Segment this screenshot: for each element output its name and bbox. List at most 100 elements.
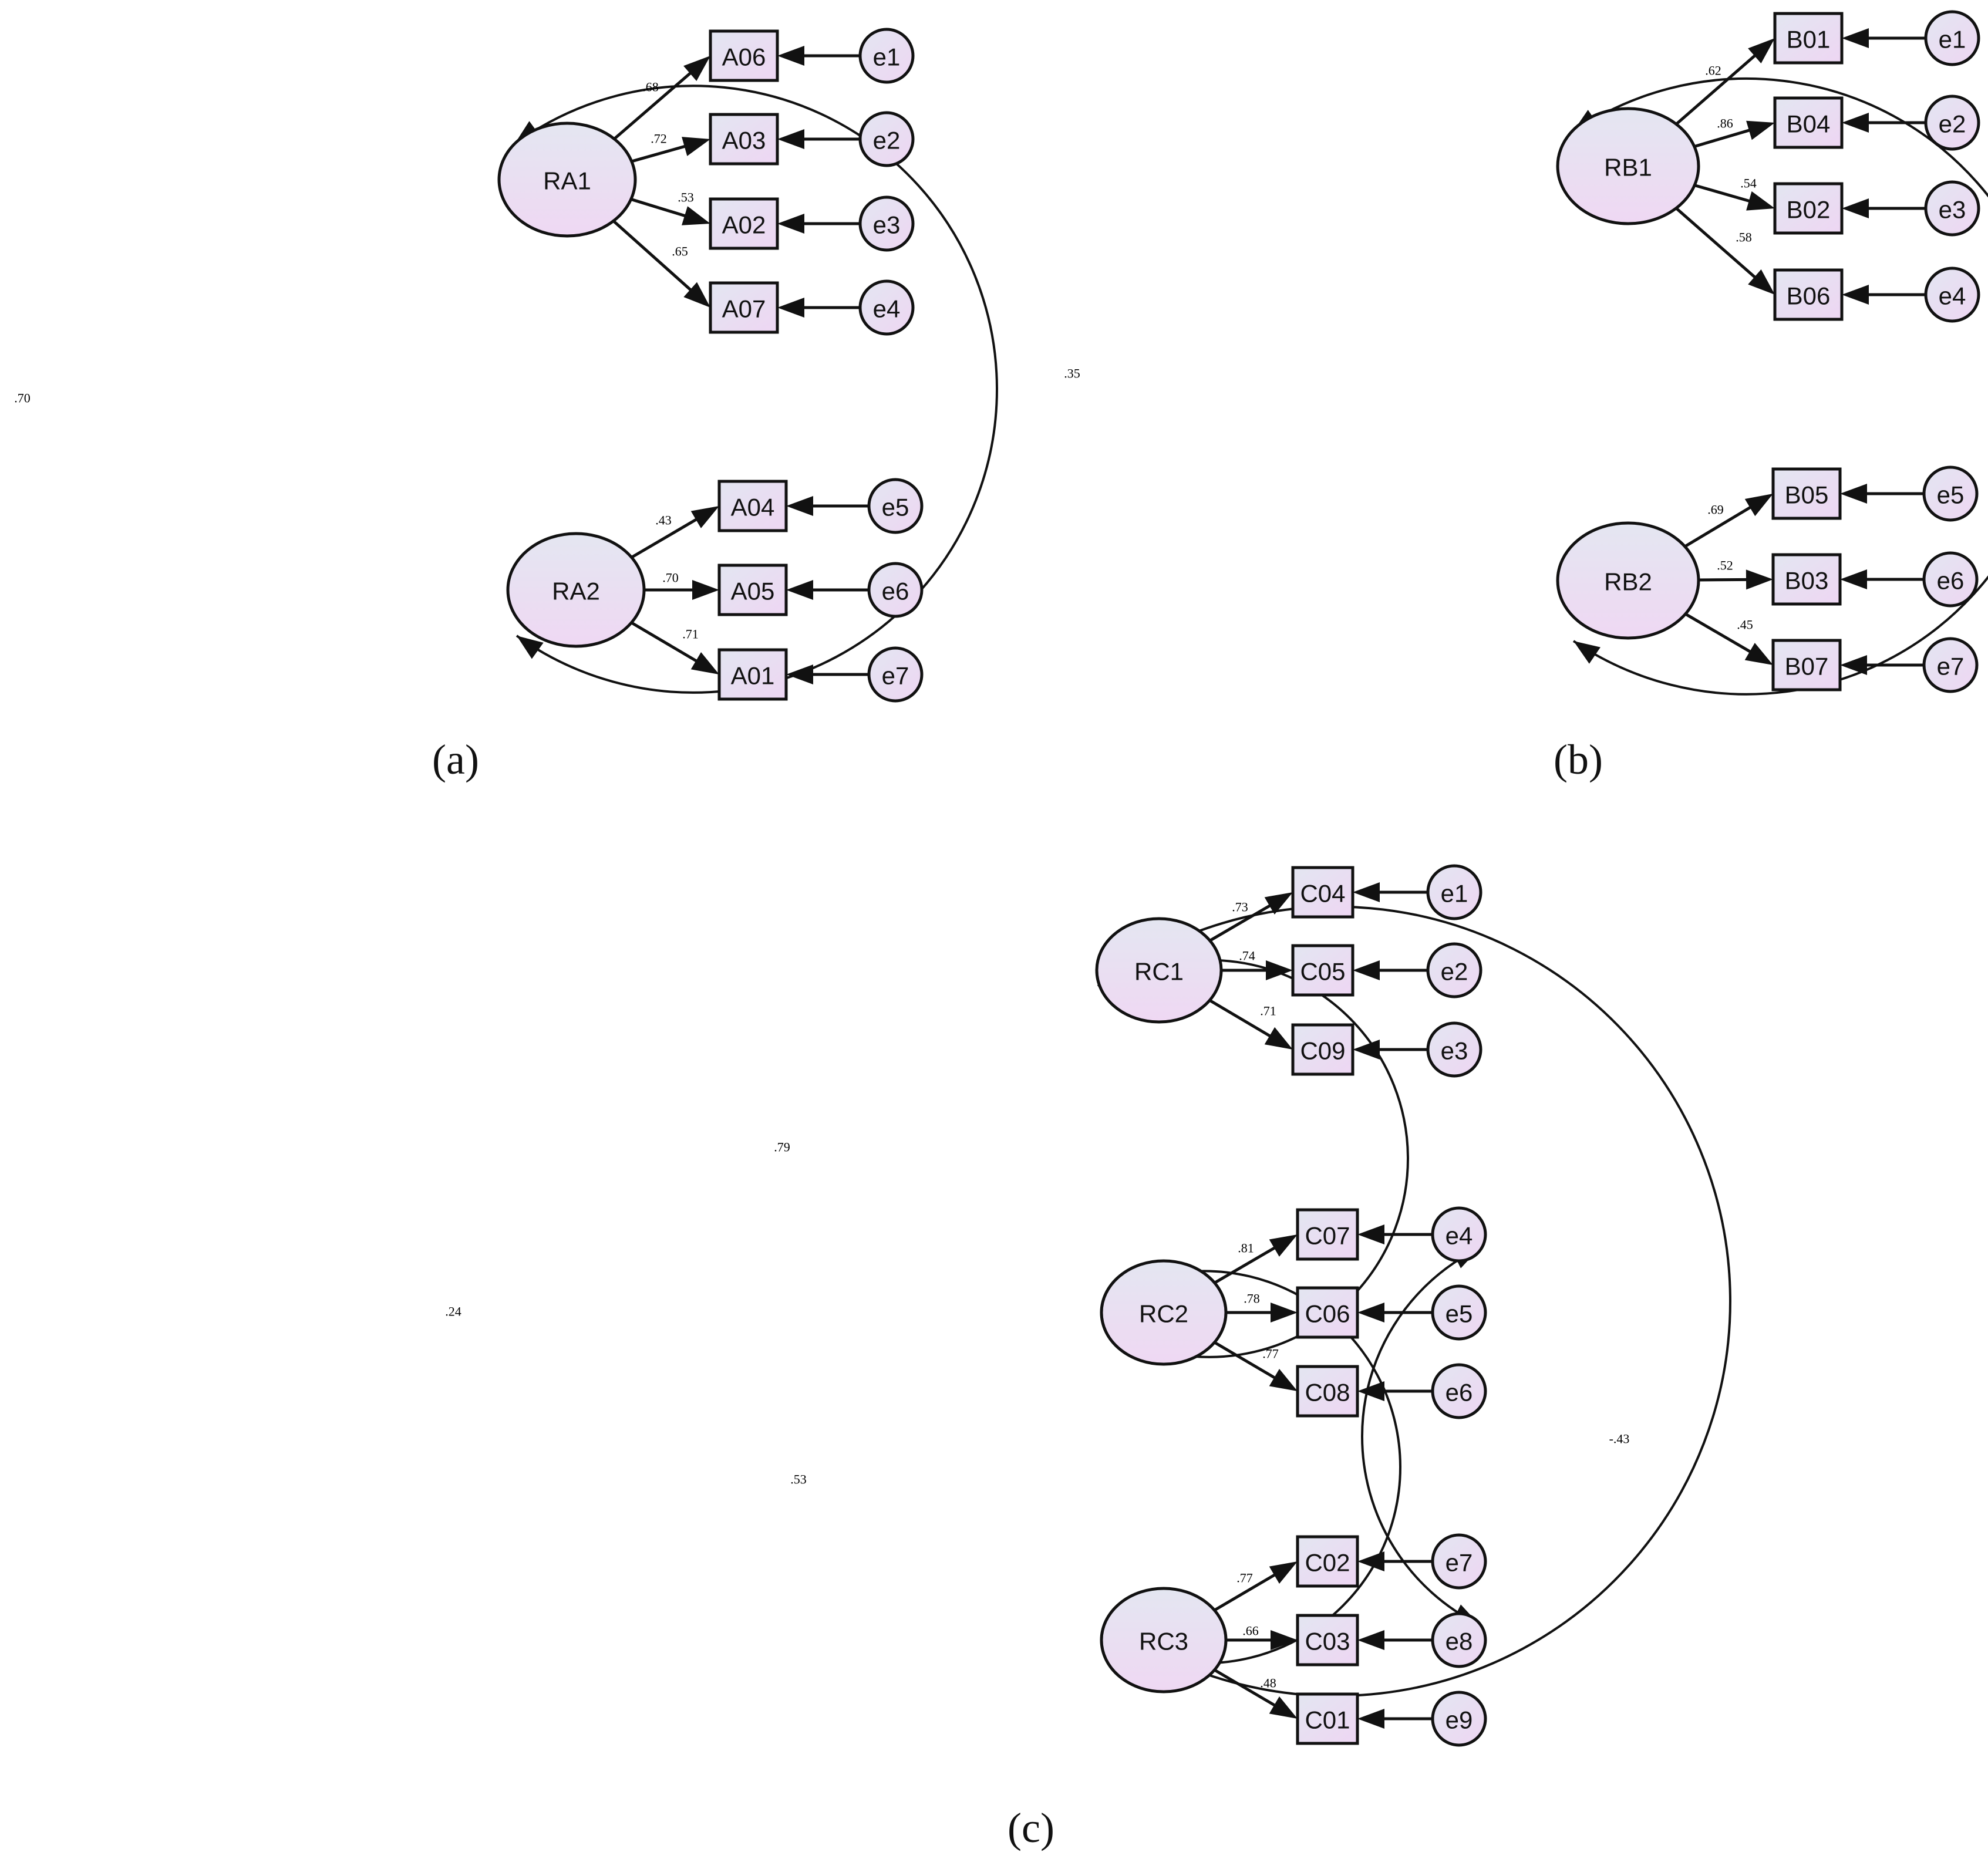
error-e8: e8 — [1431, 1612, 1487, 1668]
loading-label-B03: .52 — [1717, 558, 1733, 573]
loading-arrow-A06 — [613, 70, 693, 140]
latent-RC1: RC1 — [1095, 917, 1223, 1024]
loading-arrow-B07-head — [1744, 643, 1773, 665]
error-e3: e3 — [1924, 180, 1980, 237]
observed-C05: C05 — [1291, 944, 1354, 997]
observed-box — [1773, 182, 1844, 235]
covariance-RB1-RB2-head-end — [1573, 641, 1600, 664]
observed-B01: B01 — [1773, 12, 1844, 65]
latent-ellipse — [1095, 917, 1223, 1024]
latent-RC2: RC2 — [1100, 1259, 1228, 1366]
observed-B06: B06 — [1773, 268, 1844, 321]
error-label: e8 — [1445, 1628, 1473, 1655]
error-label: e3 — [873, 211, 901, 239]
latent-RB2: RB2 — [1556, 521, 1700, 640]
loading-arrow-C04-head — [1264, 892, 1293, 915]
observed-label: A01 — [731, 662, 775, 690]
loading-arrow-B01 — [1675, 53, 1757, 126]
loading-label-A03: .72 — [651, 131, 667, 146]
observed-B03: B03 — [1771, 553, 1842, 606]
observed-A07: A07 — [709, 281, 779, 334]
loading-arrow-B04 — [1694, 128, 1752, 149]
latent-ellipse — [1100, 1259, 1228, 1366]
loading-arrow-C07-head — [1269, 1234, 1298, 1257]
observed-box — [1291, 1023, 1354, 1076]
error-label: e5 — [1445, 1300, 1473, 1328]
error-arrow-e3-head — [1353, 1040, 1380, 1060]
error-arrow-e4-head — [1357, 1224, 1384, 1244]
error-e4: e4 — [1431, 1206, 1487, 1263]
error-label: e2 — [1441, 958, 1468, 986]
error-circle — [1431, 1363, 1487, 1419]
panel-caption-b: (b) — [1554, 736, 1603, 783]
latent-label: RB2 — [1604, 568, 1652, 596]
observed-label: B04 — [1787, 110, 1831, 138]
observed-B04: B04 — [1773, 96, 1844, 149]
observed-A04: A04 — [717, 480, 788, 532]
loading-arrow-C09-head — [1264, 1027, 1293, 1050]
error-arrow-e1-head — [777, 46, 804, 66]
loading-arrow-C06-head — [1271, 1303, 1298, 1323]
observed-label: C06 — [1305, 1300, 1350, 1328]
loading-arrow-B03 — [1698, 578, 1749, 582]
observed-A02: A02 — [709, 197, 779, 250]
loading-arrow-B04-head — [1746, 120, 1775, 140]
covariance-RB1-RB2 — [1571, 77, 1988, 696]
latent-label: RC1 — [1134, 958, 1184, 986]
error-arrow-e2-head — [1353, 960, 1380, 980]
observed-label: B06 — [1787, 282, 1831, 310]
error-circle — [1431, 1284, 1487, 1341]
loading-arrow-A04-head — [690, 506, 719, 528]
loading-arrow-A03-head — [682, 137, 710, 156]
latent-RC3: RC3 — [1100, 1587, 1228, 1693]
error-label: e3 — [1441, 1037, 1468, 1065]
loading-label-C09: .71 — [1260, 1004, 1276, 1018]
observed-box — [1296, 1208, 1359, 1261]
loading-arrow-A01-head — [690, 652, 719, 674]
error-circle — [858, 195, 915, 252]
loading-arrow-C09 — [1209, 998, 1273, 1038]
error-circle — [1431, 1206, 1487, 1263]
observed-box — [1773, 12, 1844, 65]
error-circle — [858, 111, 915, 167]
error-label: e7 — [1445, 1549, 1473, 1577]
loading-arrow-B05-head — [1744, 494, 1773, 517]
error-e7: e7 — [867, 646, 924, 703]
loading-arrow-A07 — [612, 220, 693, 292]
observed-C04: C04 — [1291, 866, 1354, 919]
loading-arrow-C03-head — [1271, 1630, 1298, 1650]
loading-label-C02: .77 — [1236, 1571, 1253, 1585]
error-arrow-e3-head — [1842, 198, 1869, 218]
error-circle — [1922, 465, 1979, 522]
loading-arrow-B06-head — [1748, 269, 1775, 295]
error-label: e9 — [1445, 1706, 1473, 1734]
error-label: e7 — [1937, 653, 1965, 680]
error-label: e5 — [1937, 481, 1965, 509]
observed-B02: B02 — [1773, 182, 1844, 235]
observed-B05: B05 — [1771, 467, 1842, 520]
error-arrow-e7-head — [1840, 655, 1867, 675]
observed-C01: C01 — [1296, 1692, 1359, 1745]
panel-caption-a: (a) — [432, 736, 479, 783]
observed-box — [1296, 1535, 1359, 1588]
error-arrow-e5-head — [1840, 484, 1867, 504]
observed-label: C09 — [1300, 1037, 1345, 1065]
loading-arrow-B02-head — [1746, 191, 1775, 211]
latent-ellipse — [1100, 1587, 1228, 1693]
error-arrow-e6-head — [786, 580, 813, 600]
error-e4: e4 — [1924, 266, 1980, 323]
error-circle — [1922, 637, 1979, 693]
error-e3: e3 — [858, 195, 915, 252]
loading-arrow-B02 — [1694, 184, 1752, 203]
loading-arrow-A01 — [631, 621, 699, 663]
loading-label-A01: .71 — [682, 627, 699, 642]
error-circle — [1431, 1533, 1487, 1590]
latent-ellipse — [1556, 521, 1700, 640]
loading-arrow-C02-head — [1269, 1561, 1298, 1584]
error-label: e7 — [882, 662, 909, 690]
error-arrow-e2-head — [1842, 113, 1869, 133]
observed-box — [1291, 866, 1354, 919]
error-circle — [1924, 266, 1980, 323]
error-label: e1 — [873, 43, 901, 71]
